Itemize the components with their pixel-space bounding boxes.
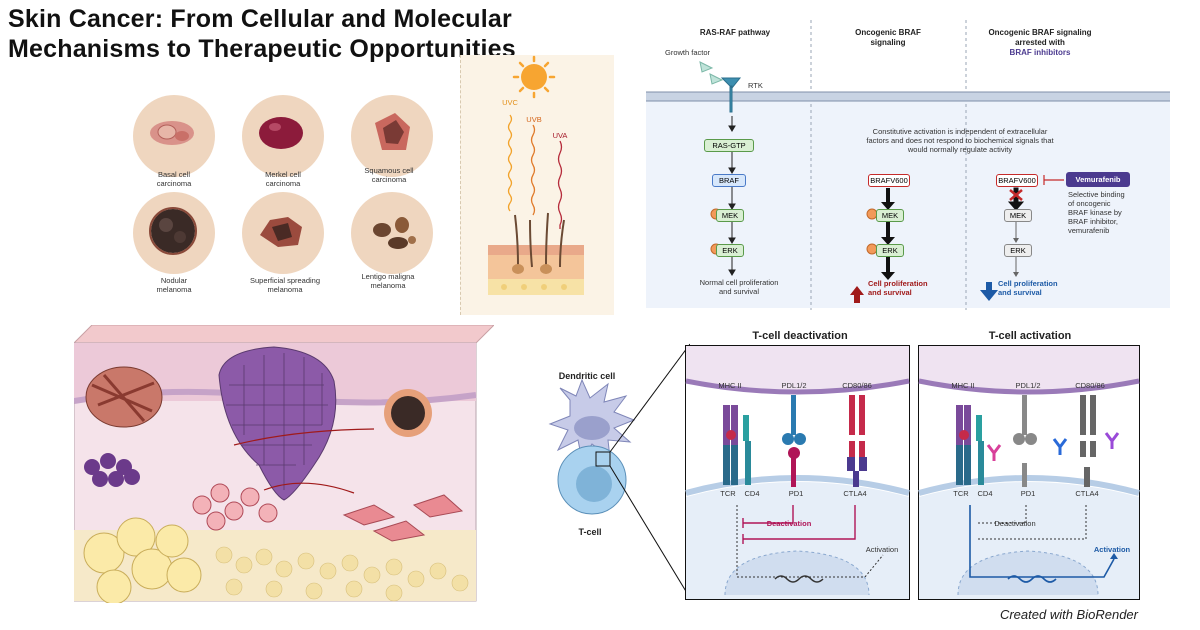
mhc-tcr-complex-active bbox=[956, 405, 984, 485]
down-arrow-icon bbox=[980, 282, 998, 301]
braf-col1-header: RAS-RAF pathway bbox=[699, 28, 771, 37]
mek-box-inhib: MEK bbox=[1004, 209, 1032, 222]
credit-label: Created with BioRender bbox=[999, 607, 1138, 622]
deactivation-panel bbox=[685, 345, 910, 600]
erk-box: ERK bbox=[716, 244, 744, 257]
fibroblasts bbox=[342, 494, 464, 542]
act-pdl-label: PDL1/2 bbox=[1015, 381, 1041, 390]
activation-title: T-cell activation bbox=[988, 330, 1072, 342]
rtk-receptor bbox=[720, 77, 742, 113]
uvb-label: UVB bbox=[526, 115, 542, 124]
braf-col3-header-text: Oncogenic BRAF signaling arrested with bbox=[988, 28, 1092, 47]
squamous-tumor bbox=[85, 366, 163, 428]
lesion-basal-cell bbox=[133, 95, 215, 177]
inhibition-x-icon bbox=[1009, 189, 1023, 201]
metastasis-nodule bbox=[384, 389, 432, 437]
act-pd1-label: PD1 bbox=[1020, 489, 1036, 498]
deact-cd4-label: CD4 bbox=[744, 489, 760, 498]
lesion-label-lentigo: Lentigo maligna melanoma bbox=[361, 272, 415, 290]
pdl-blocked-complex bbox=[986, 395, 1037, 487]
deact-tcr-label: TCR bbox=[720, 489, 736, 498]
uva-label: UVA bbox=[552, 131, 568, 140]
uv-panel bbox=[488, 55, 584, 295]
deact-pdl-label: PDL1/2 bbox=[781, 381, 807, 390]
basal-cluster bbox=[84, 453, 140, 487]
cd80-blocked-complex bbox=[1052, 395, 1120, 487]
braf-panel bbox=[646, 20, 1170, 310]
lesion-label-basal: Basal cell carcinoma bbox=[156, 170, 192, 188]
lesion-label-superficial: Superficial spreading melanoma bbox=[249, 276, 321, 294]
title-line-2: Mechanisms to Therapeutic Opportunities bbox=[8, 35, 516, 63]
lesion-label-nodular: Nodular melanoma bbox=[156, 276, 192, 294]
mhc-tcr-complex bbox=[723, 405, 751, 485]
mek-box: MEK bbox=[716, 209, 744, 222]
act-cd4-label: CD4 bbox=[977, 489, 993, 498]
erk-box-inhib: ERK bbox=[1004, 244, 1032, 257]
t-cell-label: T-cell bbox=[578, 527, 602, 537]
lesion-label-squamous: Squamous cell carcinoma bbox=[364, 166, 414, 184]
red-blood-cells bbox=[192, 483, 278, 531]
down-outcome-label: Cell proliferation and survival bbox=[998, 279, 1058, 297]
deact-mhc-label: MHC II bbox=[718, 381, 742, 390]
act-mhc-label: MHC II bbox=[951, 381, 975, 390]
braf-col3-header: Oncogenic BRAF signaling arrested with B… bbox=[985, 28, 1095, 58]
growth-factor-label: Growth factor bbox=[665, 48, 711, 57]
deact-activation-label: Activation bbox=[865, 545, 899, 554]
pdl-pd1-complex bbox=[782, 395, 806, 487]
up-outcome-label: Cell proliferation and survival bbox=[868, 279, 928, 297]
tumor-microenvironment bbox=[74, 325, 494, 603]
deactivation-title: T-cell deactivation bbox=[752, 330, 848, 342]
braf-col3-header-accent: BRAF inhibitors bbox=[1009, 48, 1071, 57]
constitutive-note: Constitutive activation is independent o… bbox=[866, 127, 1054, 154]
braf-v600-box-inhib: BRAFV600 bbox=[996, 174, 1038, 187]
selective-note: Selective binding of oncogenic BRAF kina… bbox=[1068, 190, 1125, 235]
lesion-superficial-spreading bbox=[242, 192, 324, 274]
page-title: Skin Cancer: From Cellular and Molecular… bbox=[8, 4, 516, 64]
deact-pd1-label: PD1 bbox=[788, 489, 804, 498]
lesion-nodular-melanoma bbox=[133, 192, 215, 274]
uva-wave bbox=[557, 140, 563, 229]
growth-factor-icon bbox=[699, 61, 714, 73]
braf-box: BRAF bbox=[712, 174, 746, 187]
lesion-merkel-cell bbox=[242, 95, 324, 177]
dc-tcell-diagram bbox=[548, 343, 690, 599]
adipocytes bbox=[83, 517, 202, 603]
erk-box-onc: ERK bbox=[876, 244, 904, 257]
cell-membrane bbox=[646, 91, 1170, 102]
act-ctla4-label: CTLA4 bbox=[1075, 489, 1099, 498]
braf-v600-box: BRAFV600 bbox=[868, 174, 910, 187]
braf-col2-header: Oncogenic BRAF signaling bbox=[855, 28, 921, 47]
zoom-box bbox=[595, 451, 611, 467]
deact-cd80-label: CD80/86 bbox=[842, 381, 872, 390]
dendritic-cell-label: Dendritic cell bbox=[558, 371, 616, 381]
uvc-label: UVC bbox=[502, 98, 518, 107]
up-arrow-icon bbox=[850, 286, 864, 303]
deact-deactivation-label: Deactivation bbox=[766, 519, 812, 528]
cd80-ctla4-complex bbox=[847, 395, 867, 487]
melanoma-nodule bbox=[218, 346, 337, 501]
act-deactivation-label: Deactivation bbox=[994, 519, 1036, 528]
deact-ctla4-label: CTLA4 bbox=[843, 489, 867, 498]
uvc-wave bbox=[507, 114, 513, 212]
title-line-1: Skin Cancer: From Cellular and Molecular bbox=[8, 5, 512, 33]
lesion-panel bbox=[133, 95, 433, 274]
uvb-wave bbox=[530, 124, 536, 216]
t-cell bbox=[557, 445, 627, 515]
act-activation-label: Activation bbox=[1093, 545, 1131, 554]
sun-icon bbox=[512, 55, 556, 99]
growth-factor-icon-2 bbox=[709, 73, 724, 85]
dendritic-cell bbox=[548, 378, 636, 462]
act-cd80-label: CD80/86 bbox=[1075, 381, 1105, 390]
skin-cross-section bbox=[488, 212, 584, 295]
lesion-squamous-cell bbox=[351, 95, 433, 177]
lesion-label-merkel: Merkel cell carcinoma bbox=[265, 170, 301, 188]
activation-panel bbox=[918, 345, 1140, 600]
lesion-lentigo-maligna bbox=[351, 192, 433, 274]
mek-box-onc: MEK bbox=[876, 209, 904, 222]
normal-outcome-label: Normal cell proliferation and survival bbox=[699, 278, 779, 296]
rtk-label: RTK bbox=[748, 81, 763, 90]
ras-gtp-box: RAS-GTP bbox=[704, 139, 754, 152]
act-tcr-label: TCR bbox=[953, 489, 969, 498]
vemurafenib-box: Vemurafenib bbox=[1066, 172, 1130, 187]
